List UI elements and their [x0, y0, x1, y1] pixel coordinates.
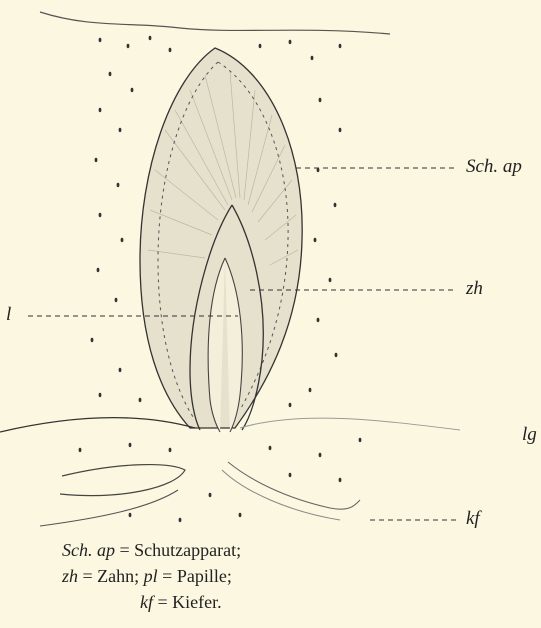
jaw-outline-right	[228, 462, 360, 509]
label-zh: zh	[466, 278, 483, 300]
caption-definition: = Zahn;	[78, 566, 144, 586]
label-kf: kf	[466, 508, 480, 530]
caption-line-1: Sch. ap = Schutzapparat;	[62, 540, 241, 561]
label-lg: lg	[522, 424, 537, 446]
caption-term: Sch. ap	[62, 540, 115, 560]
caption-definition: = Kiefer.	[153, 592, 222, 612]
gum-line	[0, 418, 195, 432]
caption-term: kf	[140, 592, 153, 612]
caption-term: zh	[62, 566, 78, 586]
tissue-top-outline	[40, 12, 390, 34]
caption-line-3: kf = Kiefer.	[140, 592, 222, 613]
label-l: l	[6, 304, 11, 326]
jaw-outline-left	[60, 465, 185, 496]
caption-term: pl	[144, 566, 158, 586]
caption-definition: = Papille;	[158, 566, 232, 586]
label-sch-ap: Sch. ap	[466, 156, 522, 178]
caption-definition: = Schutzapparat;	[115, 540, 241, 560]
caption-line-2: zh = Zahn; pl = Papille;	[62, 566, 232, 587]
